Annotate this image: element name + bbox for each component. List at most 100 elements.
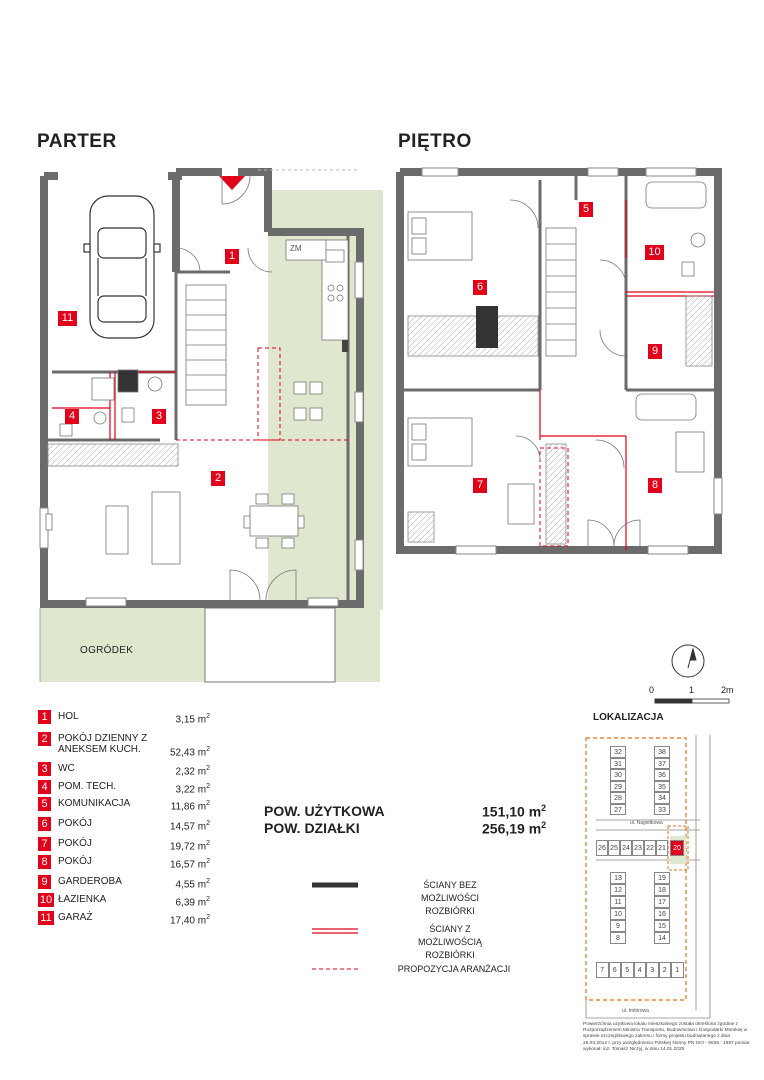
legend-area: 4,55 m2	[175, 878, 210, 891]
location-plot-17: 17	[654, 896, 670, 908]
legend-number: 11	[38, 911, 54, 925]
scale-bar	[654, 698, 730, 704]
legend-area: 3,22 m2	[175, 783, 210, 796]
location-plot-19: 19	[654, 872, 670, 884]
room-marker-7: 7	[473, 478, 487, 493]
location-plot-24: 24	[620, 840, 632, 856]
legend-area: 11,86 m2	[170, 800, 210, 813]
location-plot-2: 2	[658, 962, 671, 978]
room-marker-11: 11	[58, 311, 77, 326]
location-plot-29: 29	[610, 780, 626, 792]
location-plot-1: 1	[671, 962, 684, 978]
street-label-imbirowa: ul. Imbirowa	[622, 1008, 649, 1014]
wall-legend-proposal: PROPOZYCJA ARANŻACJI	[397, 964, 511, 974]
location-plot-30: 30	[610, 769, 626, 781]
legend-number: 6	[38, 817, 51, 831]
chimney-mark: ZM	[290, 244, 302, 253]
legend-area: 19,72 m2	[169, 840, 210, 853]
legend-name: GARDEROBA	[58, 876, 122, 887]
legend-name: HOL	[58, 711, 79, 722]
legend-number: 10	[38, 893, 54, 907]
legend-area: 14,57 m2	[169, 820, 210, 833]
scale-label-2: 2m	[721, 685, 734, 695]
usable-area-value: 151,10 m2	[482, 803, 547, 820]
legend-number: 9	[38, 875, 51, 889]
room-marker-1: 1	[225, 249, 239, 264]
car-icon	[83, 195, 161, 339]
entrance-arrow	[219, 176, 245, 190]
floor-plans	[39, 167, 730, 704]
location-plot-26: 26	[596, 840, 608, 856]
room-marker-2: 2	[211, 471, 225, 486]
location-plot-37: 37	[654, 757, 670, 769]
footnote: Powierzchnia użytkowa lokalu mieszkalneg…	[583, 1022, 750, 1052]
location-plot-33: 33	[654, 803, 670, 815]
location-plot-23: 23	[632, 840, 644, 856]
legend-name: WC	[58, 763, 75, 774]
location-plot-15: 15	[654, 920, 670, 932]
location-plot-3: 3	[646, 962, 659, 978]
room-marker-6: 6	[473, 280, 487, 295]
location-plot-12: 12	[610, 884, 626, 896]
legend-area: 3,15 m2	[175, 713, 210, 726]
location-plot-35: 35	[654, 780, 670, 792]
legend-number: 8	[38, 855, 51, 869]
location-plot-13: 13	[610, 872, 626, 884]
legend-name: KOMUNIKACJA	[58, 798, 131, 809]
location-plot-18: 18	[654, 884, 670, 896]
ground-floor-title: PARTER	[37, 131, 117, 152]
room-marker-9: 9	[648, 344, 662, 359]
location-plot-27: 27	[610, 803, 626, 815]
room-marker-10: 10	[645, 245, 664, 260]
room-marker-8: 8	[648, 478, 662, 493]
location-plot-7: 7	[596, 962, 609, 978]
legend-number: 5	[38, 797, 51, 811]
location-plot-32: 32	[610, 746, 626, 758]
location-plot-14: 14	[654, 932, 670, 944]
terrace	[204, 607, 336, 683]
location-title: LOKALIZACJA	[593, 712, 664, 723]
wall-legend-removable: ŚCIANY Z MOŻLIWOŚCIĄ ROZBIÓRKI	[417, 924, 482, 960]
location-plot-4: 4	[633, 962, 646, 978]
plot-area-label: POW. DZIAŁKI	[264, 820, 360, 836]
location-plot-31: 31	[610, 757, 626, 769]
ground-floor-walls	[40, 168, 364, 608]
location-plot-25: 25	[608, 840, 620, 856]
location-plot-8: 8	[610, 932, 626, 944]
location-plot-11: 11	[610, 896, 626, 908]
location-plot-5: 5	[621, 962, 634, 978]
location-plot-10: 10	[610, 908, 626, 920]
legend-number: 1	[38, 710, 51, 724]
legend-area: 17,40 m2	[169, 914, 210, 927]
legend-name: POKÓJ	[58, 838, 92, 849]
legend-name: POKÓJ DZIENNY Z ANEKSEM KUCH.	[58, 733, 148, 755]
location-plot-28: 28	[610, 792, 626, 804]
wall-legend-solid: ŚCIANY BEZ MOŻLIWOŚCI ROZBIÓRKI	[421, 880, 479, 916]
legend-name: POKÓJ	[58, 818, 92, 829]
legend-area: 6,39 m2	[175, 896, 210, 909]
location-plot-22: 22	[644, 840, 656, 856]
location-plot-16: 16	[654, 908, 670, 920]
legend-area: 2,32 m2	[175, 765, 210, 778]
legend-area: 16,57 m2	[169, 858, 210, 871]
location-plot-38: 38	[654, 746, 670, 758]
usable-area-label: POW. UŻYTKOWA	[264, 803, 385, 819]
legend-number: 3	[38, 762, 51, 776]
legend-name: GARAŻ	[58, 912, 93, 923]
legend-number: 2	[38, 732, 51, 746]
room-marker-4: 4	[65, 409, 79, 424]
room-marker-3: 3	[152, 409, 166, 424]
plot-area-value: 256,19 m2	[482, 820, 547, 837]
location-plot-20: 20	[670, 840, 684, 856]
street-label-nagietkowa: ul. Nagietkowa	[630, 820, 663, 826]
room-marker-5: 5	[579, 202, 593, 217]
legend-area: 52,43 m2	[169, 746, 210, 759]
legend-number: 4	[38, 780, 51, 794]
north-arrow-icon	[671, 644, 705, 678]
location-plot-36: 36	[654, 769, 670, 781]
legend-number: 7	[38, 837, 51, 851]
garden-label: OGRÓDEK	[80, 645, 134, 656]
scale-label-1: 1	[689, 685, 695, 695]
legend-name: POKÓJ	[58, 856, 92, 867]
location-plot-6: 6	[608, 962, 621, 978]
